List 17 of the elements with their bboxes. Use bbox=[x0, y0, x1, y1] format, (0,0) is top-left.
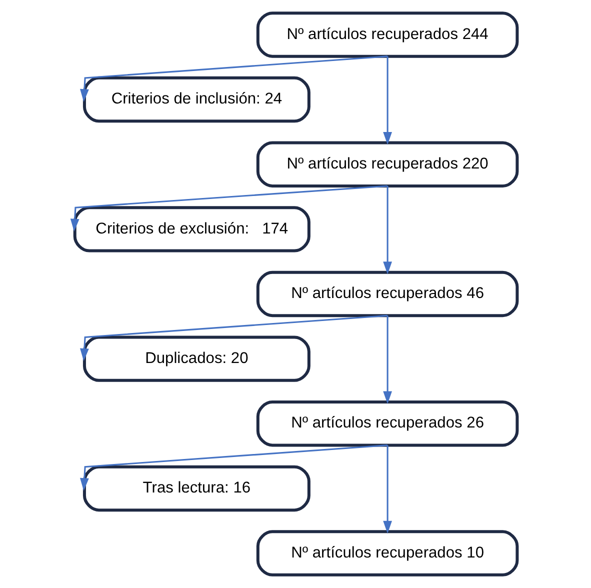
arrow bbox=[79, 314, 388, 362]
arrow bbox=[70, 185, 388, 232]
node-box: Nº artículos recuperados 244 bbox=[256, 12, 518, 58]
node-box: Nº artículos recuperados 220 bbox=[256, 141, 518, 188]
arrow bbox=[382, 186, 392, 274]
node-box: Nº artículos recuperados 26 bbox=[256, 400, 518, 447]
node-box: Nº artículos recuperados 46 bbox=[256, 270, 518, 318]
arrow bbox=[79, 56, 388, 102]
node-box: Nº artículos recuperados 10 bbox=[256, 530, 518, 576]
node-box: Criterios de exclusión: 174 bbox=[72, 206, 310, 252]
arrow bbox=[382, 316, 392, 404]
arrow bbox=[79, 444, 388, 491]
node-box: Duplicados: 20 bbox=[82, 336, 310, 382]
node-box: Criterios de inclusión: 24 bbox=[82, 76, 310, 123]
arrow bbox=[382, 56, 392, 145]
node-box: Tras lectura: 16 bbox=[82, 465, 310, 512]
arrow bbox=[382, 445, 392, 534]
